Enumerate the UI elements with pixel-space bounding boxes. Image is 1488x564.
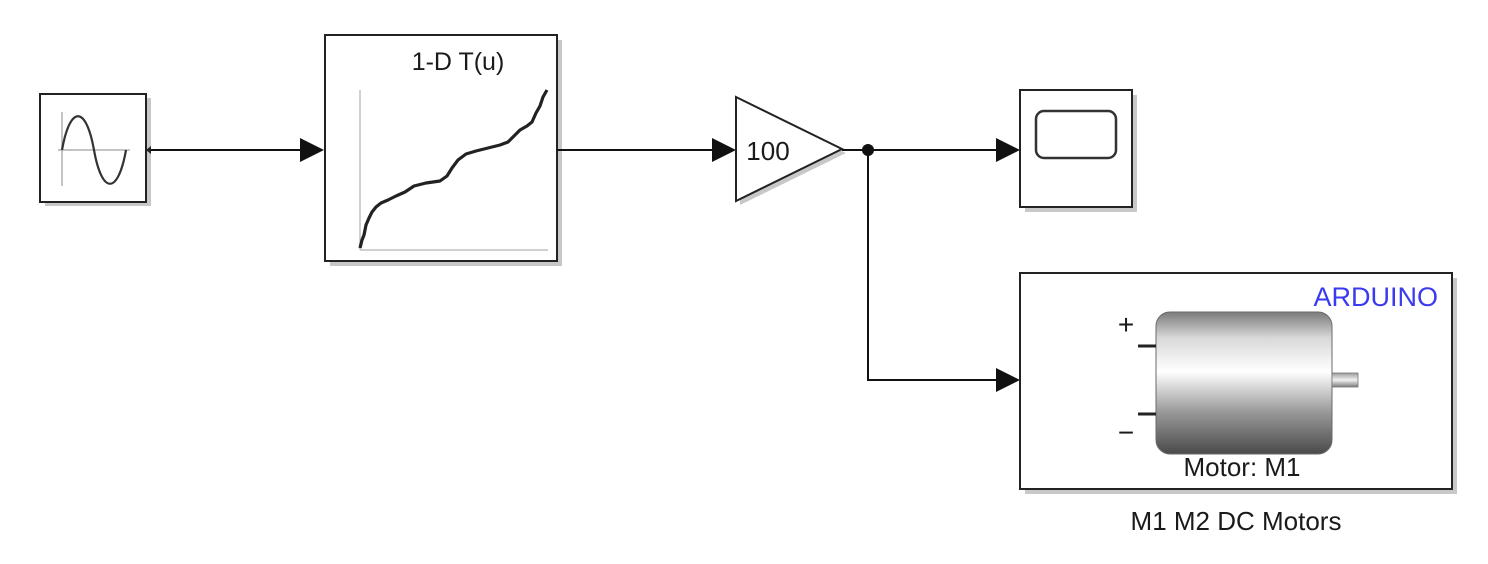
lookup-curve-icon (358, 89, 549, 249)
lookup-table-block[interactable]: 1-D T(u) (324, 34, 562, 266)
signal-line-sine-to-lookup[interactable] (151, 138, 324, 162)
gain-value: 100 (746, 136, 789, 166)
signal-line-branch-to-motor[interactable] (867, 150, 1020, 392)
lookup-table-title: 1-D T(u) (412, 48, 505, 76)
arrowhead-icon (300, 138, 324, 162)
dc-motor-icon (1138, 311, 1359, 455)
arrowhead-icon (996, 138, 1020, 162)
sine-output-port[interactable] (146, 146, 151, 154)
arduino-label: ARDUINO (1313, 282, 1438, 312)
motor-block-caption: M1 M2 DC Motors (1131, 506, 1342, 536)
scope-screen-icon (1034, 109, 1118, 160)
gain-block[interactable]: 100 (735, 95, 846, 205)
arrowhead-icon (712, 138, 736, 162)
motor-id-label: Motor: M1 (1183, 452, 1300, 482)
scope-block[interactable] (1019, 89, 1137, 212)
dc-motor-block[interactable]: ARDUINO + − Motor: M1 (1019, 272, 1457, 494)
sine-wave-icon (60, 115, 128, 185)
sine-wave-block[interactable] (39, 93, 151, 206)
negative-terminal-label: − (1118, 417, 1134, 448)
arrowhead-icon (996, 368, 1020, 392)
signal-line-branch-to-scope[interactable] (868, 138, 1020, 162)
positive-terminal-label: + (1118, 309, 1134, 340)
signal-line-lookup-to-gain[interactable] (557, 138, 736, 162)
